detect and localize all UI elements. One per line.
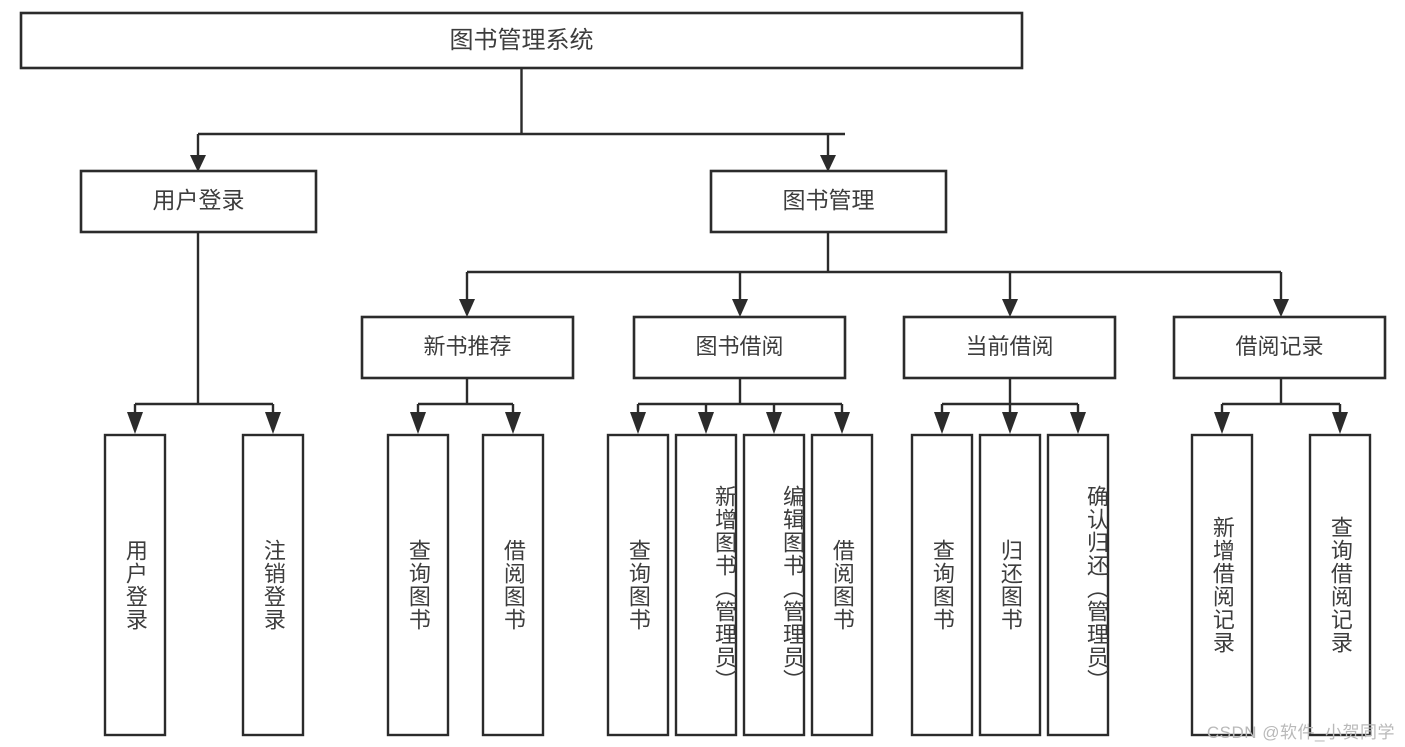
arrow-head-leaf xyxy=(127,412,143,434)
leaf-box-user-login-0[interactable] xyxy=(103,433,167,737)
arrow-head-book-borrow xyxy=(732,299,748,317)
node-borrow-record-label: 借阅记录 xyxy=(1235,334,1323,359)
leaf-box-current-borrow-1[interactable] xyxy=(978,433,1042,737)
node-book-borrow-label: 图书借阅 xyxy=(695,334,783,359)
arrow-head-leaf xyxy=(698,412,714,434)
arrow-head-borrow-record xyxy=(1273,299,1289,317)
arrow-head-leaf xyxy=(1070,412,1086,434)
node-root-box[interactable] xyxy=(19,11,1024,70)
arrow-head-leaf xyxy=(265,412,281,434)
node-root-label: 图书管理系统 xyxy=(450,27,594,54)
arrow-head-leaf xyxy=(766,412,782,434)
leaf-boxes[interactable] xyxy=(103,433,1372,737)
connector-borrowrecord-to-leaves xyxy=(1214,378,1348,434)
leaf-box-book-borrow-1[interactable] xyxy=(674,433,738,737)
leaf-box-current-borrow-2[interactable] xyxy=(1046,433,1110,737)
arrow-head-leaf xyxy=(834,412,850,434)
node-new-book-recommend-box[interactable] xyxy=(360,315,575,380)
leaf-box-borrow-record-0[interactable] xyxy=(1190,433,1254,737)
arrow-head-leaf xyxy=(1332,412,1348,434)
leaf-box-user-login-1[interactable] xyxy=(241,433,305,737)
leaf-box-book-borrow-2[interactable] xyxy=(742,433,806,737)
connector-bookmanage-to-level3 xyxy=(459,232,1289,317)
connector-currentborrow-to-leaves xyxy=(934,378,1086,434)
arrow-head-leaf xyxy=(1002,412,1018,434)
node-borrow-record-box[interactable] xyxy=(1172,315,1387,380)
arrow-head-leaf xyxy=(410,412,426,434)
node-root[interactable]: 图书管理系统 xyxy=(19,11,1024,70)
node-book-manage[interactable]: 图书管理 xyxy=(709,169,948,234)
node-book-borrow[interactable]: 图书借阅 xyxy=(632,315,847,380)
connector-bookborrow-to-leaves xyxy=(630,378,850,434)
node-book-manage-label: 图书管理 xyxy=(783,187,875,213)
leaf-box-book-borrow-3[interactable] xyxy=(810,433,874,737)
leaf-box-book-borrow-0[interactable] xyxy=(606,433,670,737)
arrow-head-leaf xyxy=(934,412,950,434)
node-current-borrow-label: 当前借阅 xyxy=(965,334,1053,359)
arrow-head-user-login xyxy=(190,155,206,172)
leaf-box-current-borrow-0[interactable] xyxy=(910,433,974,737)
node-user-login[interactable]: 用户登录 xyxy=(79,169,318,234)
node-current-borrow[interactable]: 当前借阅 xyxy=(902,315,1117,380)
arrow-head-current-borrow xyxy=(1002,299,1018,317)
arrow-head-leaf xyxy=(630,412,646,434)
node-new-book-recommend-label: 新书推荐 xyxy=(423,334,511,359)
leaf-box-borrow-record-1[interactable] xyxy=(1308,433,1372,737)
connector-newbook-to-leaves xyxy=(410,378,521,434)
arrow-head-book-manage xyxy=(820,155,836,172)
leaf-box-new-book-1[interactable] xyxy=(481,433,545,737)
connector-userlogin-to-leaves xyxy=(127,232,281,434)
watermark: CSDN @软件_小贺同学 xyxy=(1206,723,1395,742)
node-current-borrow-box[interactable] xyxy=(902,315,1117,380)
arrow-head-new-book xyxy=(459,299,475,317)
leaf-box-new-book-0[interactable] xyxy=(386,433,450,737)
node-user-login-box[interactable] xyxy=(79,169,318,234)
node-book-manage-box[interactable] xyxy=(709,169,948,234)
arrow-head-leaf xyxy=(1214,412,1230,434)
arrow-head-leaf xyxy=(505,412,521,434)
node-book-borrow-box[interactable] xyxy=(632,315,847,380)
node-user-login-label: 用户登录 xyxy=(153,187,245,213)
node-new-book-recommend[interactable]: 新书推荐 xyxy=(360,315,575,380)
node-borrow-record[interactable]: 借阅记录 xyxy=(1172,315,1387,380)
connector-root-to-level2 xyxy=(190,68,845,172)
